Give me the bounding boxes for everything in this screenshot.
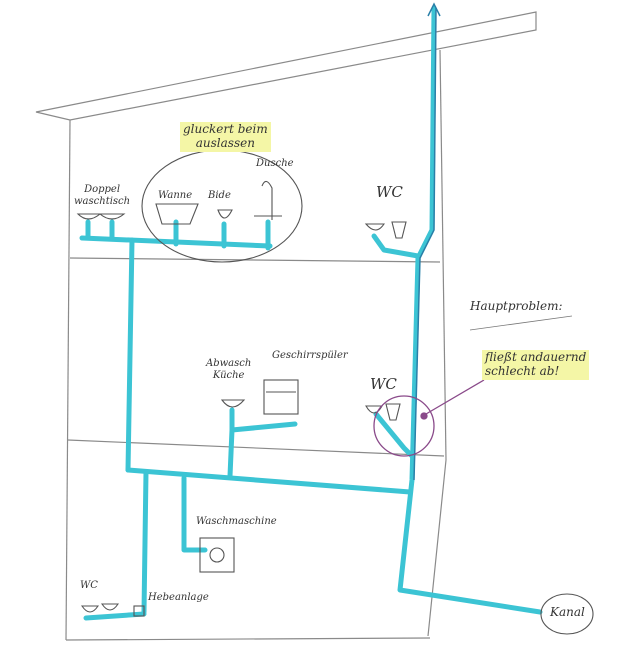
bathtub [155,203,199,225]
label-doppel-line2: waschtisch [74,195,131,207]
pipes [79,5,543,621]
label-abwasch: Abwasch Küche [206,358,251,381]
label-doppel: Doppel waschtisch [74,184,130,207]
label-wanne: Wanne [158,190,193,201]
right-wall [439,49,447,461]
wc-top-branch [371,233,421,259]
sewer-circle [540,593,594,635]
washer-branch [181,475,208,553]
label-hauptproblem: Hauptproblem: [470,299,563,313]
wc-cellar-right [100,603,120,611]
wc-mid-branch [373,411,415,459]
problem-marker [373,379,485,457]
left-wall [65,119,71,641]
washing-machine [199,537,235,573]
label-geschirr: Geschirrspüler [272,350,348,361]
label-waschmaschine: Waschmaschine [196,516,277,527]
label-abwasch-line2: Küche [212,369,245,381]
wc-cellar-left [80,605,100,613]
ground-branch [125,467,413,495]
problem-circle [373,395,435,457]
label-doppel-line1: Doppel [84,184,121,195]
left-vertical [125,237,135,473]
label-abwasch-line1: Abwasch [206,358,252,369]
label-gluckert-line1: gluckert beim [183,122,268,136]
label-wc-top: WC [376,183,403,201]
label-bide: Bide [208,190,231,201]
stack-shade [413,7,437,481]
problem-leader [425,379,485,415]
fixtures [76,149,594,635]
label-gluckert: gluckert beim auslassen [180,122,271,152]
wc-mid-right [385,403,401,421]
label-kanal: Kanal [550,605,585,619]
label-wc-mid: WC [370,375,397,393]
arrow-head [427,2,441,17]
washing-machine-drum [209,547,225,563]
label-wc-bottom: WC [80,580,98,591]
main-stack [397,5,543,615]
bide-bowl [217,209,233,219]
problem-dot [420,412,428,420]
label-fliesst: fließt andauernd schlecht ab! [482,350,590,380]
basin-right [98,213,126,220]
pipe-shading [413,2,441,481]
roof-line [35,11,537,121]
hauptproblem-underline [469,315,573,331]
basin-left [76,213,102,220]
floor-2 [67,439,445,457]
label-hebeanlage: Hebeanlage [148,592,209,603]
label-dusche: Dusche [256,158,294,169]
house-outline [35,11,537,641]
label-fliesst-line1: fließt andauernd [485,350,587,364]
wc-top-left [364,223,386,231]
floor-1 [69,257,441,263]
shower-head [254,180,282,220]
lifting-station [133,605,145,617]
label-gluckert-line2: auslassen [195,135,255,150]
basin-drains [85,219,115,241]
right-wall-lower [427,459,447,637]
wc-top-right [391,221,407,239]
cellar-vertical [141,469,149,615]
dishwasher [263,379,299,415]
sink-kitchen [220,399,246,408]
kitchen-drop [227,427,235,479]
label-fliesst-line2: schlecht ab! [485,363,560,378]
ground-line [65,637,431,641]
